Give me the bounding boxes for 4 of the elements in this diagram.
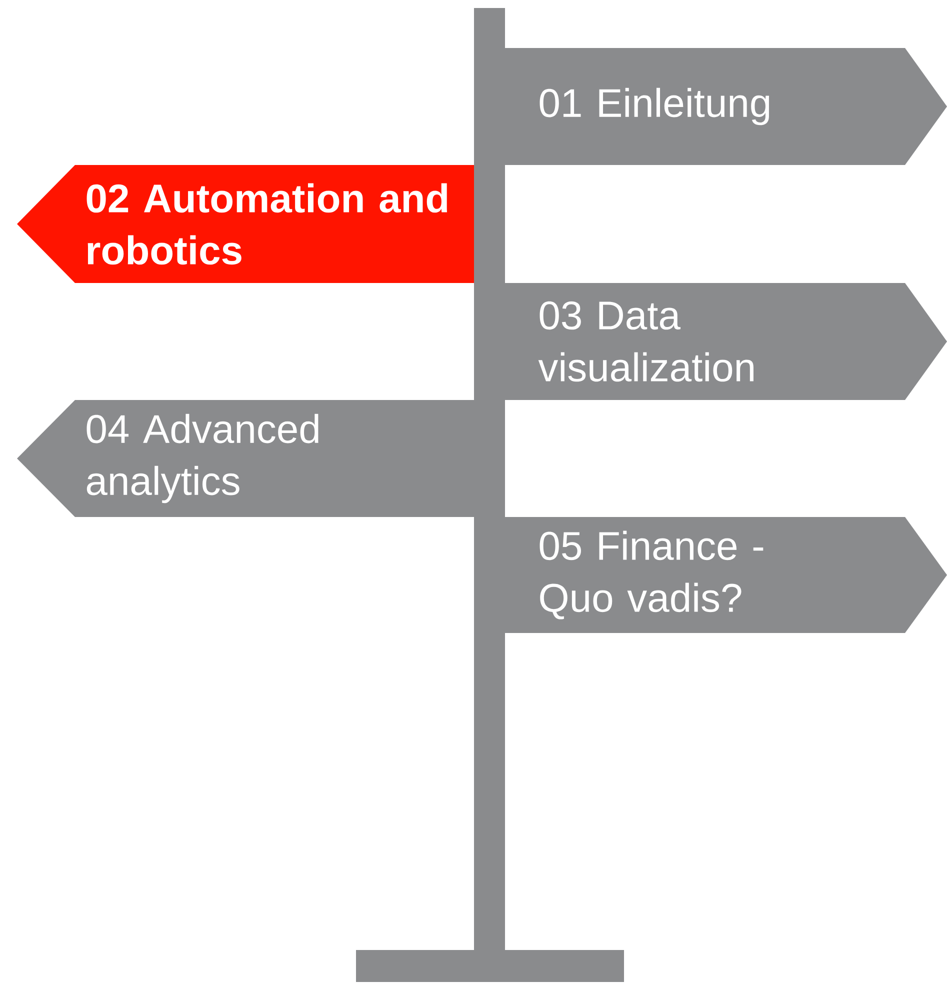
- node-label: 01 Einleitung: [540, 88, 770, 126]
- node-label: 03 Data visualization: [538, 301, 754, 382]
- node-label: 05 Finance - Quo vadis?: [540, 530, 764, 620]
- node-label: 04 Advanced analytics: [86, 414, 318, 504]
